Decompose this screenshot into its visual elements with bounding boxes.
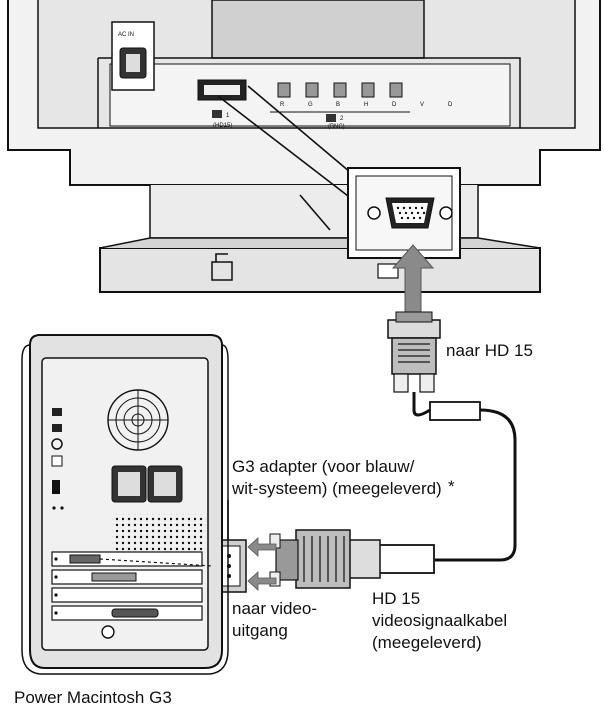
port-icon-2 [52, 424, 62, 432]
hd15-plug-monitor-end [387, 311, 441, 393]
monitor-rear: AC IN 1 (HD15) R G B H D V D 2 (BNC) [7, 0, 601, 293]
label-adapter-line1: G3 adapter (voor blauw/ [232, 457, 415, 476]
port-icon-5 [52, 480, 60, 494]
ac-in-label: AC IN [118, 32, 134, 38]
connection-guide-line [99, 558, 213, 567]
hd15-zoom-callout [217, 85, 461, 259]
label-computer: Power Macintosh G3 [14, 688, 172, 707]
label-cable-line1: HD 15 [372, 589, 420, 608]
video-output-port [69, 554, 101, 564]
label-to-video-line1: naar video- [232, 599, 317, 618]
ferrite-core-top [429, 401, 481, 421]
input-2-icon [326, 114, 336, 122]
port-icon-3 [51, 438, 63, 450]
port-icon-1 [52, 408, 62, 416]
bnc-connectors [277, 82, 403, 98]
connect-arrows-left [247, 537, 277, 591]
round-button-icon [101, 625, 115, 639]
label-adapter-asterisk: * [448, 477, 455, 496]
bnc-label-h: H [364, 102, 368, 108]
bnc-label-d2: D [448, 102, 453, 108]
input-1-icon [212, 110, 222, 118]
expansion-slots [51, 551, 203, 621]
ferrite-core-bottom [377, 544, 435, 574]
port1-sub-label: (HD15) [213, 123, 232, 129]
label-adapter-line2: wit-systeem) (meegeleverd) [231, 479, 442, 498]
label-to-hd15: naar HD 15 [446, 341, 533, 360]
bnc-label-v: V [420, 102, 424, 108]
swivel-lock-icon [211, 261, 233, 281]
label-to-video-line2: uitgang [232, 621, 288, 640]
hd15-plug-computer-end [269, 529, 381, 589]
connect-arrow-up [391, 244, 435, 321]
bnc-label-g: G [308, 102, 313, 108]
label-cable-line3: (meegeleverd) [372, 633, 482, 652]
label-cable-line2: videosignaalkabel [372, 611, 507, 630]
port1-label: 1 [226, 113, 230, 119]
bnc-label-r: R [280, 102, 285, 108]
video-cable [412, 392, 517, 562]
vent-grill [112, 514, 206, 552]
port-icon-4 [51, 455, 63, 467]
port2-sub-label: (BNC) [328, 124, 345, 130]
bnc-label-b: B [336, 102, 340, 108]
power-macintosh-g3 [21, 334, 229, 675]
bnc-label-d1: D [392, 102, 397, 108]
port2-label: 2 [340, 116, 344, 122]
